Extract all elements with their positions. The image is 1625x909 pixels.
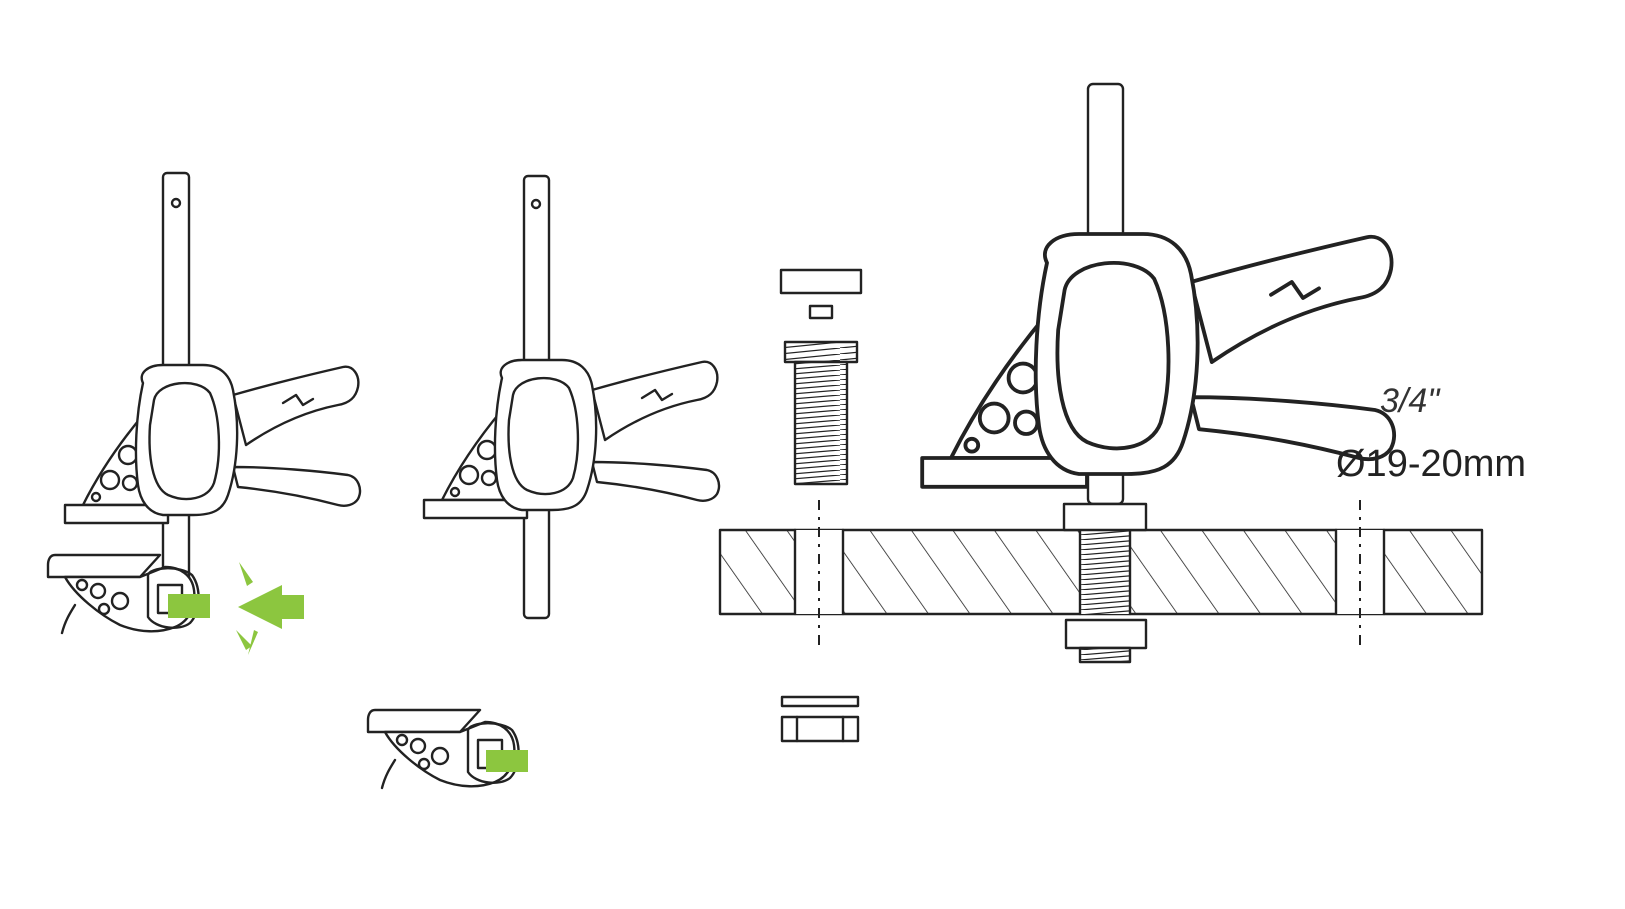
release-button-green-2: [486, 750, 528, 772]
clamp-3-mounted: [920, 82, 1397, 664]
release-arrow-icon: [236, 562, 304, 655]
size-fraction-label: 3/4": [1380, 382, 1441, 420]
clamp-1: [46, 171, 362, 635]
nut-icon: [780, 715, 860, 743]
washer-icon: [779, 268, 863, 295]
bolt-kit: [779, 268, 863, 743]
diameter-label: Ø19-20mm: [1336, 443, 1526, 485]
release-button-green: [168, 594, 210, 618]
workbench-section: [718, 500, 1484, 645]
clamp-2: [422, 174, 721, 620]
detached-foot: [366, 708, 528, 790]
